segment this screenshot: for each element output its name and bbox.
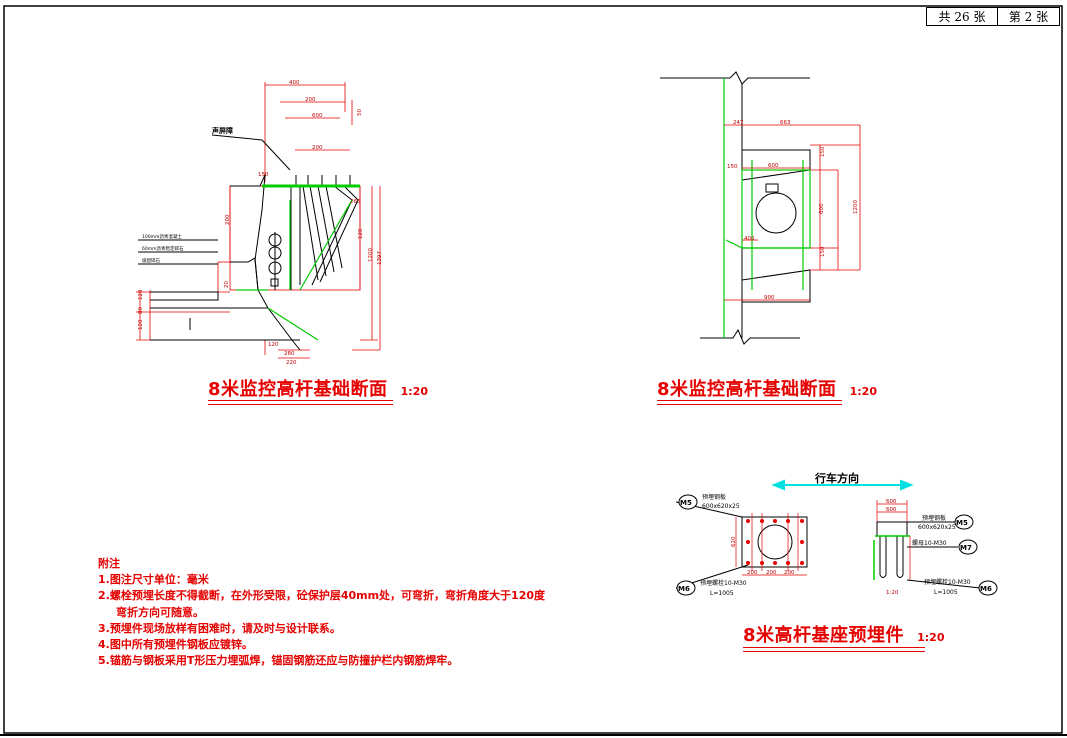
barrier-label: 声屏障 bbox=[211, 126, 233, 135]
note-item: 5.锚筋与钢板采用T形压力埋弧焊，锚固钢筋还应与防撞护栏内钢筋焊牢。 bbox=[98, 654, 459, 668]
embedment-title: 8米高杆基座预埋件 bbox=[743, 625, 905, 646]
sheet-border bbox=[3, 5, 1063, 734]
section-left-title-group: 8米监控高杆基础断面 1:20 bbox=[208, 375, 428, 401]
svg-text:200: 200 bbox=[766, 570, 777, 576]
bolt-label-left: 预埋螺栓10-M30 bbox=[700, 579, 747, 587]
svg-text:80: 80 bbox=[138, 307, 144, 314]
section-right-drawing: 247 663 150 600 150 600 1200 400 150 900 bbox=[660, 71, 861, 345]
svg-text:120: 120 bbox=[268, 342, 279, 348]
svg-text:600: 600 bbox=[886, 499, 897, 505]
note-item: 3.预埋件现场放样有困难时，请及时与设计联系。 bbox=[98, 621, 341, 635]
svg-text:100mm沥青混凝土: 100mm沥青混凝土 bbox=[142, 233, 182, 240]
svg-text:200: 200 bbox=[784, 570, 795, 576]
svg-text:900: 900 bbox=[764, 295, 775, 301]
bolt-length-left: L=1005 bbox=[710, 590, 734, 597]
embedment-title-group: 8米高杆基座预埋件 1:20 bbox=[743, 621, 945, 647]
svg-text:400: 400 bbox=[289, 80, 300, 86]
svg-text:600: 600 bbox=[886, 507, 897, 513]
direction-arrow bbox=[771, 479, 914, 491]
section-left-title: 8米监控高杆基础断面 bbox=[208, 379, 388, 400]
svg-text:1200: 1200 bbox=[853, 200, 859, 214]
svg-text:600: 600 bbox=[819, 203, 825, 214]
notes-heading: 附注 bbox=[98, 557, 120, 570]
direction-label: 行车方向 bbox=[815, 472, 859, 485]
svg-text:1200: 1200 bbox=[368, 248, 374, 262]
callout-m6-left: M6 bbox=[678, 585, 690, 593]
plate-size-left: 600x620x25 bbox=[702, 503, 740, 510]
svg-text:663: 663 bbox=[780, 120, 791, 126]
section-left-drawing: 400 200 600 50 200 150 200 120 1200 1397… bbox=[136, 80, 383, 366]
plate-label-right: 预埋钢板 bbox=[922, 514, 946, 522]
embedment-scale: 1:20 bbox=[917, 631, 945, 644]
svg-text:120: 120 bbox=[358, 228, 364, 239]
svg-text:200: 200 bbox=[747, 570, 758, 576]
callout-m6-right: M6 bbox=[980, 585, 992, 593]
section-right-title-group: 8米监控高杆基础断面 1:20 bbox=[657, 375, 877, 401]
svg-text:200: 200 bbox=[225, 214, 231, 225]
svg-text:200: 200 bbox=[312, 145, 323, 151]
svg-text:400: 400 bbox=[744, 236, 755, 242]
plate-size-right: 600x620x25 bbox=[918, 524, 956, 531]
svg-text:150: 150 bbox=[727, 164, 738, 170]
svg-text:247: 247 bbox=[733, 120, 744, 126]
note-item: 弯折方向可随意。 bbox=[116, 605, 204, 619]
svg-text:200: 200 bbox=[305, 97, 316, 103]
sheet-total: 共 26 张 bbox=[927, 8, 998, 25]
svg-text:600: 600 bbox=[768, 163, 779, 169]
svg-text:60mm沥青稳定碎石: 60mm沥青稳定碎石 bbox=[142, 245, 184, 252]
svg-text:150: 150 bbox=[258, 172, 269, 178]
svg-text:1397: 1397 bbox=[377, 251, 383, 265]
svg-text:120: 120 bbox=[138, 319, 144, 330]
svg-text:280: 280 bbox=[284, 351, 295, 357]
note-item: 1.图注尺寸单位：毫米 bbox=[98, 573, 209, 587]
svg-text:220: 220 bbox=[286, 360, 297, 366]
plate-label-left: 预埋钢板 bbox=[702, 493, 726, 501]
callout-m7-right: M7 bbox=[960, 544, 972, 552]
notes-block: 附注 1.图注尺寸单位：毫米 2.螺栓预埋长度不得截断，在外形受限，砼保护层40… bbox=[98, 556, 545, 669]
svg-text:20: 20 bbox=[224, 281, 230, 288]
callout-m5-left: M5 bbox=[680, 499, 692, 507]
sheet-current: 第 2 张 bbox=[1008, 10, 1049, 24]
embedment-drawing: 620 200 200 200 bbox=[675, 479, 998, 597]
sheet-number-box: 共 26 张 第 2 张 bbox=[926, 7, 1060, 26]
svg-text:50: 50 bbox=[357, 109, 363, 116]
svg-text:150: 150 bbox=[820, 246, 826, 257]
section-right-scale: 1:20 bbox=[849, 385, 877, 398]
bolt-length-right: L=1005 bbox=[934, 589, 958, 596]
svg-text:级配碎石: 级配碎石 bbox=[142, 257, 160, 264]
svg-text:150: 150 bbox=[820, 146, 826, 157]
nut-label-right: 螺母10-M30 bbox=[912, 539, 947, 547]
svg-text:120: 120 bbox=[138, 289, 144, 300]
bolt-label-right: 预埋螺栓10-M30 bbox=[924, 578, 971, 586]
note-item: 2.螺栓预埋长度不得截断，在外形受限，砼保护层40mm处，可弯折，弯折角度大于1… bbox=[98, 589, 546, 603]
section-right-title: 8米监控高杆基础断面 bbox=[657, 379, 837, 400]
callout-m5-right: M5 bbox=[956, 519, 968, 527]
svg-text:1:20: 1:20 bbox=[886, 590, 899, 596]
svg-text:600: 600 bbox=[312, 113, 323, 119]
svg-text:620: 620 bbox=[731, 536, 737, 547]
note-item: 4.图中所有预埋件钢板应镀锌。 bbox=[98, 638, 253, 652]
section-left-scale: 1:20 bbox=[400, 385, 428, 398]
svg-text:265: 265 bbox=[350, 199, 361, 205]
